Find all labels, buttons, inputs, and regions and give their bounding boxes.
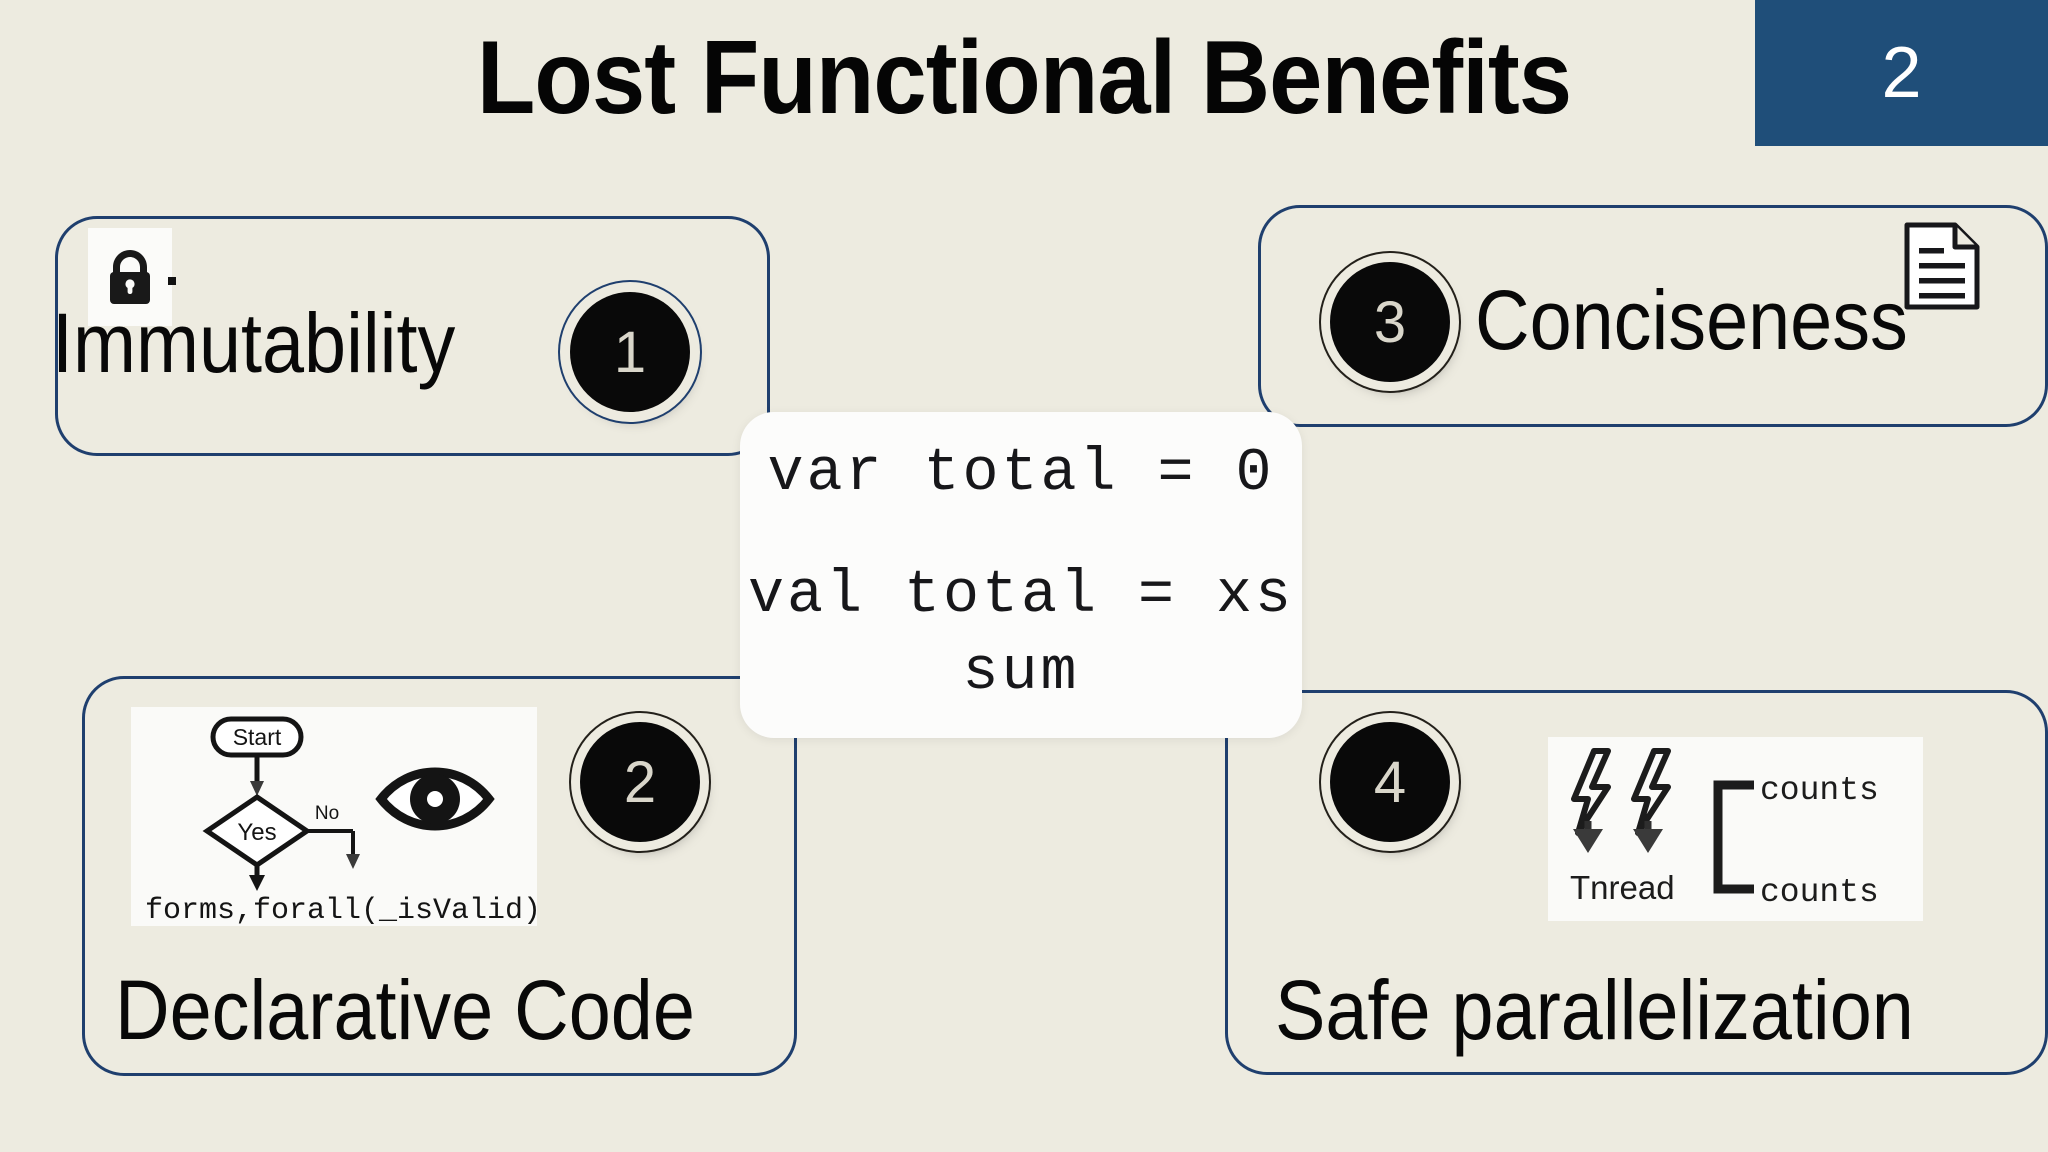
badge-2-text: 2 [623, 749, 657, 815]
card-label-safe-parallelization: Safe parallelization [1275, 963, 1914, 1057]
flowchart-eye-icon: Start Yes No forms,forall(_isValid) [131, 707, 537, 926]
badge-4-text: 4 [1373, 749, 1407, 815]
svg-text:Start: Start [233, 724, 282, 750]
document-icon [1902, 222, 1982, 310]
svg-text:forms,forall(_isValid): forms,forall(_isValid) [145, 894, 537, 926]
badge-number-2: 2 [580, 722, 700, 842]
svg-text:Yes: Yes [237, 819, 276, 846]
badge-3-text: 3 [1373, 289, 1407, 355]
lock-icon [88, 228, 172, 326]
threads-counts-icon: Tnread counts counts [1548, 737, 1923, 921]
card-label-declarative: Declarative Code [115, 963, 695, 1057]
page-number-badge: 2 [1755, 0, 2048, 146]
card-label-immutability: Immutability [52, 296, 456, 390]
badge-number-4: 4 [1330, 722, 1450, 842]
svg-text:counts: counts [1760, 874, 1879, 911]
page-title: Lost Functional Benefits [476, 20, 1572, 136]
code-line-1: var total = 0 [767, 440, 1275, 508]
badge-number-1: 1 [570, 292, 690, 412]
card-declarative-code[interactable] [82, 676, 797, 1076]
badge-1-text: 1 [613, 319, 647, 385]
code-line-2: val total = xs [747, 562, 1295, 630]
svg-text:Tnread: Tnread [1570, 869, 1675, 906]
page-number-text: 2 [1881, 33, 1922, 113]
badge-number-3: 3 [1330, 262, 1450, 382]
lock-icon-dot [168, 277, 176, 285]
card-conciseness[interactable] [1258, 205, 2048, 427]
svg-text:No: No [315, 803, 339, 824]
code-snippet-box: var total = 0 val total = xs sum [740, 412, 1302, 738]
card-safe-parallelization[interactable] [1225, 690, 2048, 1075]
card-immutability[interactable] [55, 216, 770, 456]
svg-text:counts: counts [1760, 772, 1879, 809]
card-label-conciseness: Conciseness [1475, 273, 1908, 367]
code-line-3: sum [962, 639, 1080, 707]
